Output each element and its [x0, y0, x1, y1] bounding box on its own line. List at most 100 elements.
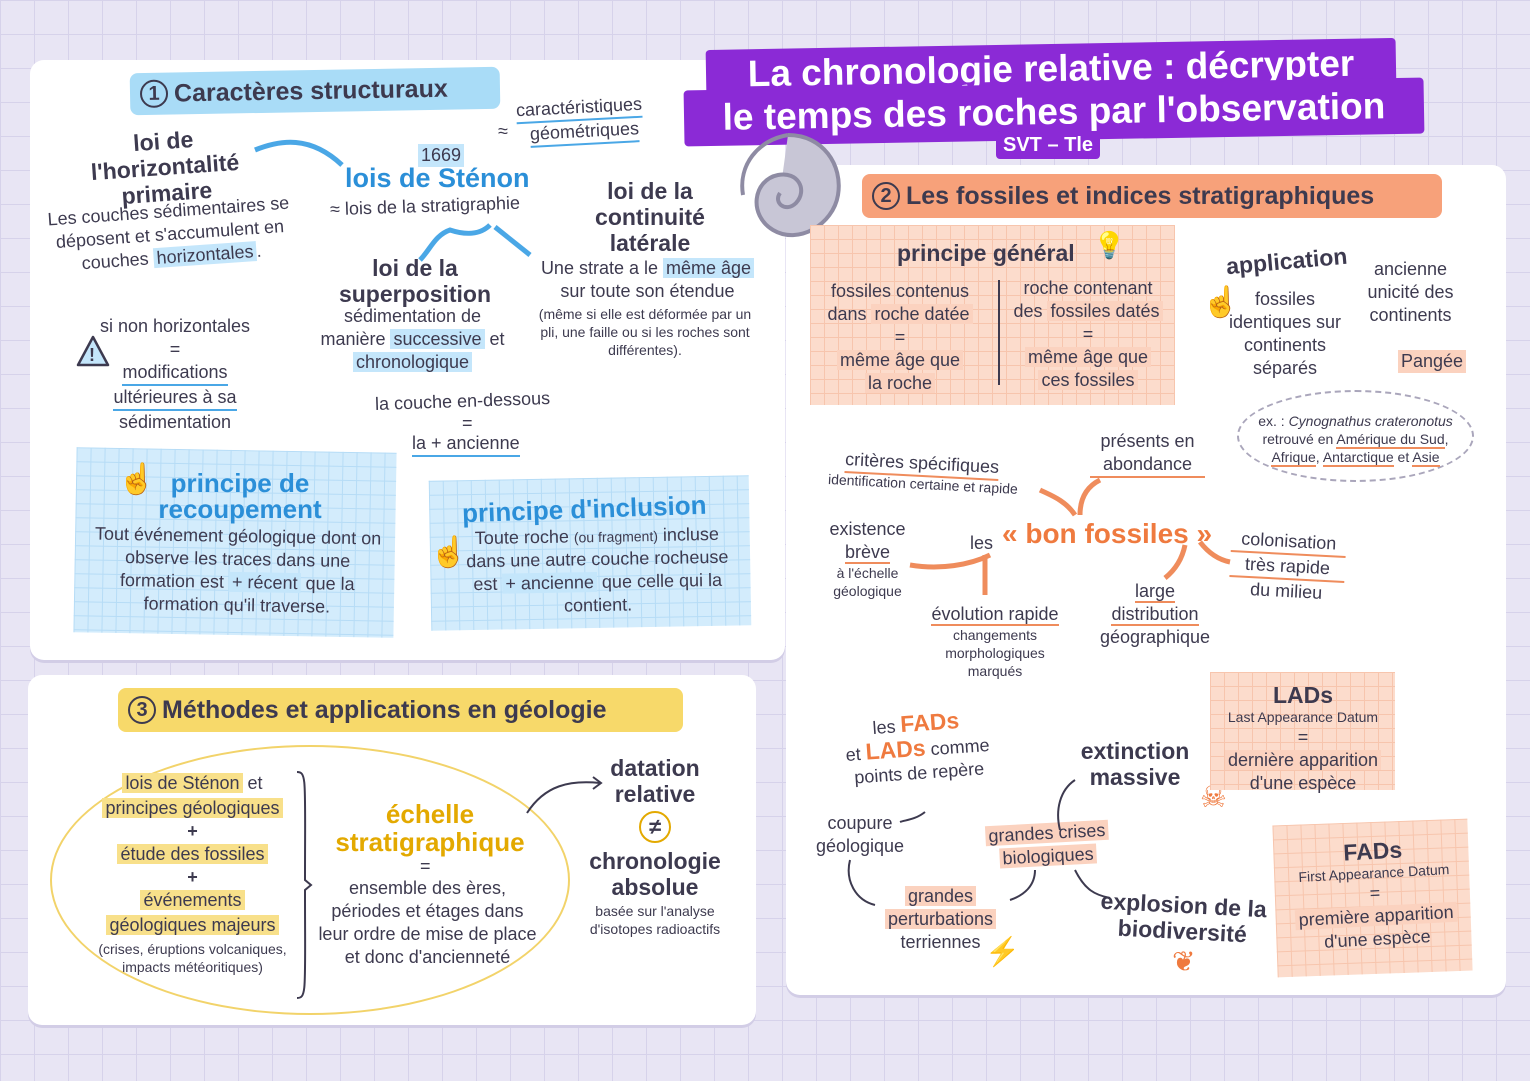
lightning-icon: ⚡ — [985, 936, 1020, 967]
equals: = — [1082, 324, 1094, 344]
mass-extinction: extinction massive — [1080, 738, 1190, 790]
sources-list: lois de Sténon et principes géologiques … — [80, 772, 305, 976]
text: et — [484, 329, 505, 349]
text: FADs — [899, 707, 960, 738]
text: et — [242, 773, 263, 793]
section-title: Caractères structuraux — [173, 74, 448, 107]
text: modifications — [122, 361, 228, 386]
text: , — [1444, 431, 1449, 447]
text: géologiques majeurs — [106, 915, 279, 935]
equals: = — [894, 327, 906, 347]
text: et — [1393, 449, 1413, 465]
pointing-hand-icon: ☝ — [118, 463, 156, 496]
text: géologique — [833, 583, 902, 599]
text: fossiles contenus — [830, 281, 970, 301]
lads-box — [1210, 672, 1395, 790]
text: abondance — [1090, 453, 1205, 478]
text: grandes — [904, 886, 977, 906]
absolute-chronology-desc: basée sur l'analyse d'isotopes radioacti… — [589, 903, 721, 937]
highlight: même âge que — [836, 350, 964, 370]
example-bubble: ex. : Cynognathus crateronotus retrouvé … — [1237, 390, 1474, 482]
steno-laws-title: lois de Sténon — [345, 163, 530, 193]
text: sur toute son étendue — [560, 281, 735, 301]
general-principle-right: roche contenant des fossiles datés = mêm… — [1003, 277, 1173, 392]
equals: = — [420, 856, 431, 876]
highlight: roche datée — [871, 304, 973, 324]
section-number: 3 — [128, 696, 156, 724]
leaf-icon: ❦ — [1172, 946, 1196, 977]
text: dernière apparition — [1224, 750, 1382, 770]
text: (crises, éruptions volcaniques, impacts … — [98, 941, 287, 975]
text: (ou fragment) — [573, 527, 659, 546]
recoupement-desc: Tout événement géologique dont on observ… — [89, 522, 386, 619]
text: des — [1013, 301, 1048, 321]
text: roche contenant — [1023, 278, 1153, 298]
text: géographique — [1099, 627, 1211, 647]
highlight: + récent — [228, 571, 301, 594]
text: changements morphologiques marqués — [945, 627, 1045, 679]
text: lois de Sténon — [122, 773, 243, 793]
highlight: ces fossiles — [1038, 370, 1138, 390]
text: principes géologiques — [102, 798, 283, 818]
good-fossils-les: les — [970, 533, 994, 553]
plus: + — [187, 821, 198, 841]
text: LADs — [864, 734, 927, 765]
text: LADs — [1272, 682, 1334, 708]
highlight: successive — [390, 329, 485, 349]
text: Amérique du Sud — [1336, 431, 1445, 449]
fads-card: FADs First Appearance Datum = première a… — [1277, 833, 1473, 956]
general-principle-left: fossiles contenus dans roche datée = mêm… — [815, 280, 985, 395]
pointing-hand-icon: ☝ — [430, 536, 468, 569]
text: Toute roche — [474, 526, 575, 549]
stratigraphic-scale-title: échelle stratigraphique — [335, 799, 525, 857]
year-1669: 1669 — [418, 144, 465, 167]
application-result: ancienne unicité des continents — [1367, 259, 1454, 325]
lateral-continuity-title: loi de la continuité latérale — [595, 178, 705, 256]
text: existence — [829, 519, 906, 539]
recoupement-title: principe de recoupement — [158, 468, 322, 524]
warning-icon: ! — [76, 335, 110, 367]
highlight: + ancienne — [502, 572, 598, 594]
text: et — [845, 743, 867, 765]
text: brève — [844, 542, 891, 564]
general-principle-title: principe général — [897, 240, 1075, 266]
text: si non horizontales — [99, 316, 251, 336]
text: ultérieures à sa — [113, 386, 237, 411]
arrow-icon — [526, 776, 603, 814]
equals: = — [1297, 727, 1309, 747]
text: perturbations — [884, 909, 997, 929]
text: d'une espèce — [1249, 773, 1357, 793]
divider — [998, 280, 1000, 385]
lateral-continuity-desc: Une strate a le même âge sur toute son é… — [530, 257, 765, 303]
oldest-label: la + ancienne — [412, 432, 520, 457]
pangea-label: Pangée — [1398, 350, 1467, 373]
subject-badge: SVT – Tle — [996, 131, 1100, 159]
text: sédimentation — [118, 412, 232, 432]
text: Une strate a le — [540, 258, 663, 278]
text: événements — [140, 890, 245, 910]
text: Afrique — [1271, 449, 1316, 467]
highlight: fossiles datés — [1047, 301, 1163, 321]
text: comme — [924, 734, 991, 760]
plus: + — [187, 867, 198, 887]
ammonite-icon — [740, 133, 841, 237]
text: à l'échelle — [836, 565, 899, 581]
equals: = — [462, 413, 473, 433]
lateral-continuity-note: (même si elle est déformée par un pli, u… — [538, 306, 752, 358]
highlight: même âge — [663, 258, 755, 278]
text: , — [1315, 449, 1323, 465]
superposition-desc: sédimentation de manière successive et c… — [310, 305, 515, 374]
sources-ellipse — [50, 745, 570, 1015]
text: Cynognathus crateronotus — [1288, 413, 1453, 429]
absolute-chronology-title: chronologie absolue — [589, 848, 721, 900]
stratigraphic-scale-desc: ensemble des ères, périodes et étages da… — [318, 878, 537, 967]
not-equal-sign: ≠ — [639, 811, 671, 843]
text: Antarctique — [1322, 449, 1394, 467]
text: sédimentation de manière — [320, 306, 482, 349]
